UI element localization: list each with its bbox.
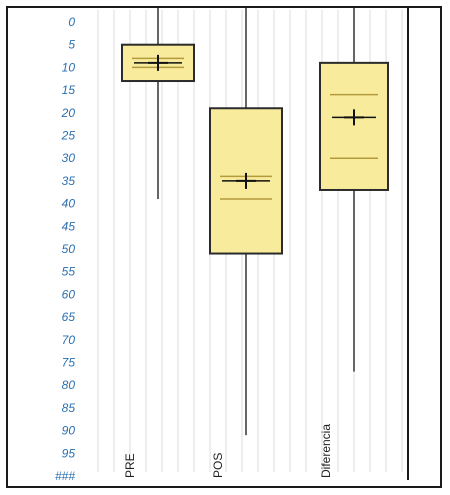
- category-label-pos: POS: [211, 453, 225, 478]
- y-tick-label: 80: [62, 378, 76, 392]
- box-diferencia-body: [319, 61, 389, 191]
- y-tick-label: 0: [68, 15, 75, 29]
- y-tick-label: 30: [62, 151, 76, 165]
- y-tick-label: 75: [62, 356, 76, 370]
- y-tick-label: 65: [62, 310, 76, 324]
- y-tick-label: ###: [55, 469, 75, 483]
- category-label-diferencia: Diferencia: [319, 424, 333, 478]
- y-tick-label: 35: [62, 174, 76, 188]
- y-tick-label: 40: [62, 197, 76, 211]
- y-tick-label: 45: [62, 219, 76, 233]
- y-tick-label: 85: [62, 401, 76, 415]
- y-tick-label: 60: [62, 287, 76, 301]
- y-tick-label: 10: [62, 60, 76, 74]
- y-tick-label: 95: [62, 446, 76, 460]
- category-label-pre: PRE: [123, 453, 137, 478]
- y-tick-label: 55: [62, 265, 76, 279]
- y-tick-label: 20: [61, 106, 76, 120]
- y-tick-label: 90: [62, 424, 76, 438]
- y-tick-label: 70: [62, 333, 76, 347]
- y-tick-label: 25: [61, 129, 76, 143]
- y-tick-label: 15: [62, 83, 76, 97]
- y-tick-label: 50: [62, 242, 76, 256]
- y-tick-label: 5: [68, 38, 75, 52]
